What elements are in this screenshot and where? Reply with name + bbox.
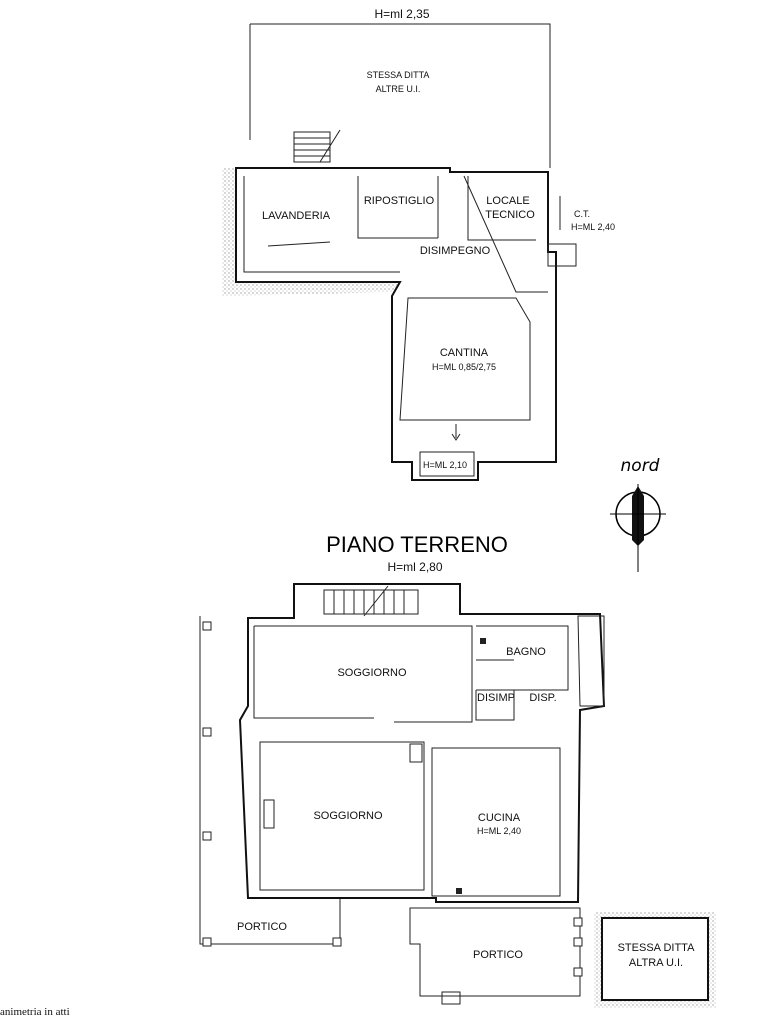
upper-height-label: H=ml 2,35 — [374, 7, 429, 21]
bagno-disimp-walls — [475, 625, 569, 721]
disp-label: DISP. — [529, 692, 556, 704]
stessa-ditta-outline — [249, 23, 551, 168]
cantina-height-label: H=ML 0,85/2,75 — [432, 362, 496, 372]
right-closet — [577, 615, 605, 707]
upper-ground-hatch — [222, 168, 398, 296]
portico-left-outline — [199, 616, 341, 945]
portico-center-label: PORTICO — [473, 949, 523, 961]
stessa-ditta-label-2: ALTRE U.I. — [376, 84, 421, 94]
locale-tecnico-label-1: LOCALE — [486, 195, 529, 207]
portico-center-outline — [409, 907, 581, 997]
stessa-ditta-altra-label-2: ALTRA U.I. — [629, 957, 683, 969]
ground-staircase — [323, 585, 419, 617]
north-arrow: nord — [610, 456, 666, 572]
stessa-ditta-label-1: STESSA DITTA — [367, 70, 430, 80]
small-room-height-label: H=ML 2,10 — [423, 460, 467, 470]
north-label: nord — [621, 456, 660, 476]
ripostiglio-label: RIPOSTIGLIO — [364, 195, 435, 207]
stessa-ditta-altra-label-1: STESSA DITTA — [618, 942, 695, 954]
ground-floor-outline — [238, 583, 606, 903]
fireplace-icon — [263, 799, 275, 829]
ground-height-label: H=ml 2,80 — [387, 560, 442, 574]
stessa-ditta-altra-box — [601, 917, 709, 1001]
cucina-fixture-icon — [456, 888, 462, 894]
soggiorno-upper-label: SOGGIORNO — [337, 667, 407, 679]
locale-tecnico-label-2: TECNICO — [485, 209, 535, 221]
small-stair-icon — [409, 743, 423, 763]
cucina-walls — [431, 747, 561, 897]
bagno-label: BAGNO — [506, 646, 546, 658]
soggiorno-lower-label: SOGGIORNO — [313, 810, 383, 822]
soggiorno-lower-walls — [259, 741, 425, 891]
soggiorno-upper-walls — [253, 625, 473, 723]
lavanderia-label: LAVANDERIA — [262, 210, 331, 222]
cucina-height-label: H=ML 2,40 — [477, 826, 521, 836]
portico-left-label: PORTICO — [237, 921, 287, 933]
ct-label: C.T. — [574, 209, 590, 219]
cucina-label: CUCINA — [478, 812, 521, 824]
ct-box — [547, 243, 577, 267]
disimpegno-label: DISIMPEGNO — [420, 245, 491, 257]
small-room-outline — [419, 451, 475, 477]
ct-height-label: H=ML 2,40 — [571, 222, 615, 232]
upper-staircase — [293, 129, 341, 163]
ground-level-plan: PIANO TERRENO H=ml 2,80 — [199, 532, 716, 1008]
cantina-outline — [399, 297, 531, 421]
cantina-label: CANTINA — [440, 347, 489, 359]
bagno-fixture-icon — [480, 638, 486, 644]
upper-partitions — [243, 175, 548, 293]
upper-level-plan: H=ml 2,35 STESSA DITTA ALTRE U.I. LAVA — [222, 7, 615, 481]
disimp-label: DISIMP — [477, 692, 515, 704]
upper-floor-outline — [235, 167, 557, 481]
piano-terreno-title: PIANO TERRENO — [326, 532, 508, 557]
caption: animetria in atti — [0, 1006, 70, 1018]
